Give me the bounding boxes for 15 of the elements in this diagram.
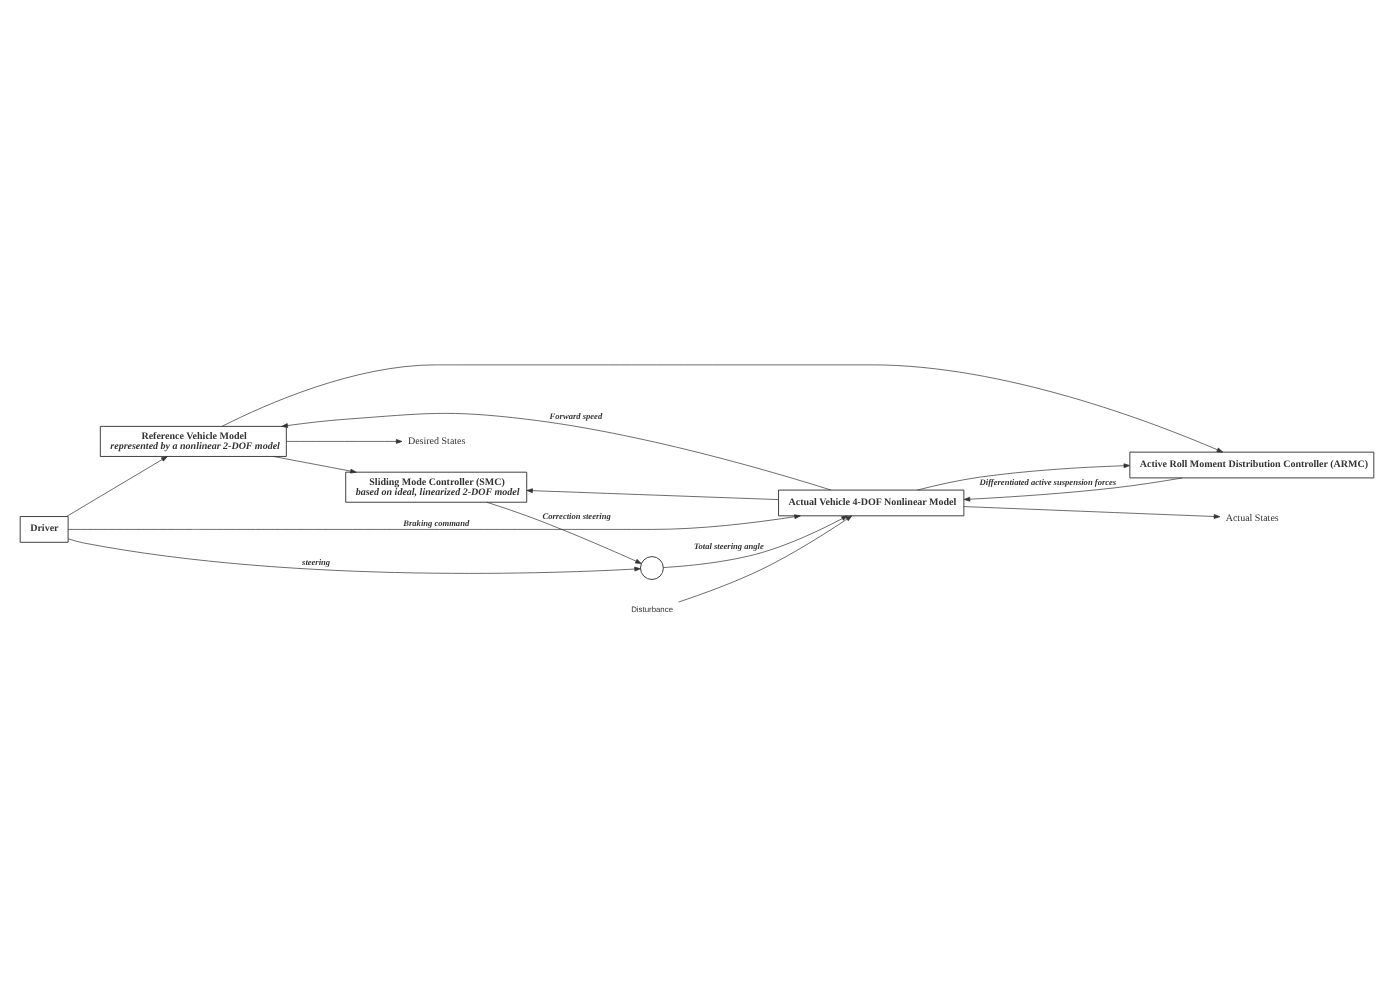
arrow: [663, 514, 848, 567]
arrow: [486, 500, 642, 563]
arrow: [286, 438, 403, 443]
arrow: [678, 514, 853, 602]
arrow: [66, 455, 168, 516]
arrow: [281, 412, 832, 490]
arrow: [917, 462, 1131, 490]
node-circle: [640, 555, 664, 579]
arrow: [221, 363, 1224, 452]
arrow: [963, 505, 1221, 518]
arrow: [963, 476, 1183, 501]
arrow: [526, 487, 779, 499]
arrow: [67, 513, 801, 529]
arrow: [273, 455, 357, 473]
arrow: [67, 537, 641, 573]
